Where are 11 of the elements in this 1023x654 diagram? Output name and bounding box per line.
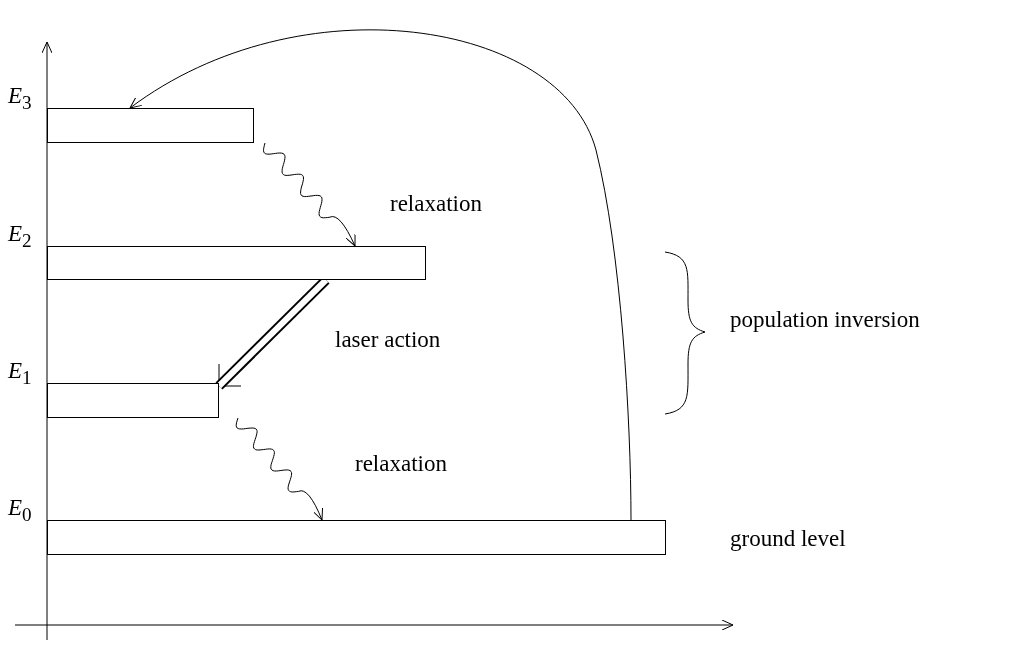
brace-label: population inversion: [730, 308, 920, 331]
energy-level-bar: [47, 108, 254, 143]
energy-level-label: E$_{3}$: [8, 84, 32, 112]
energy-level-bar: [47, 383, 219, 418]
energy-level-bar: [47, 246, 426, 280]
energy-level-label: E$_{2}$: [8, 222, 32, 250]
pump-arrow: [129, 29, 632, 521]
energy-level-bar: [47, 520, 666, 555]
level-caption: ground level: [730, 527, 846, 550]
energy-level-label: E$_{0}$: [8, 496, 32, 524]
energy-level-label: E$_{1}$: [8, 359, 32, 387]
